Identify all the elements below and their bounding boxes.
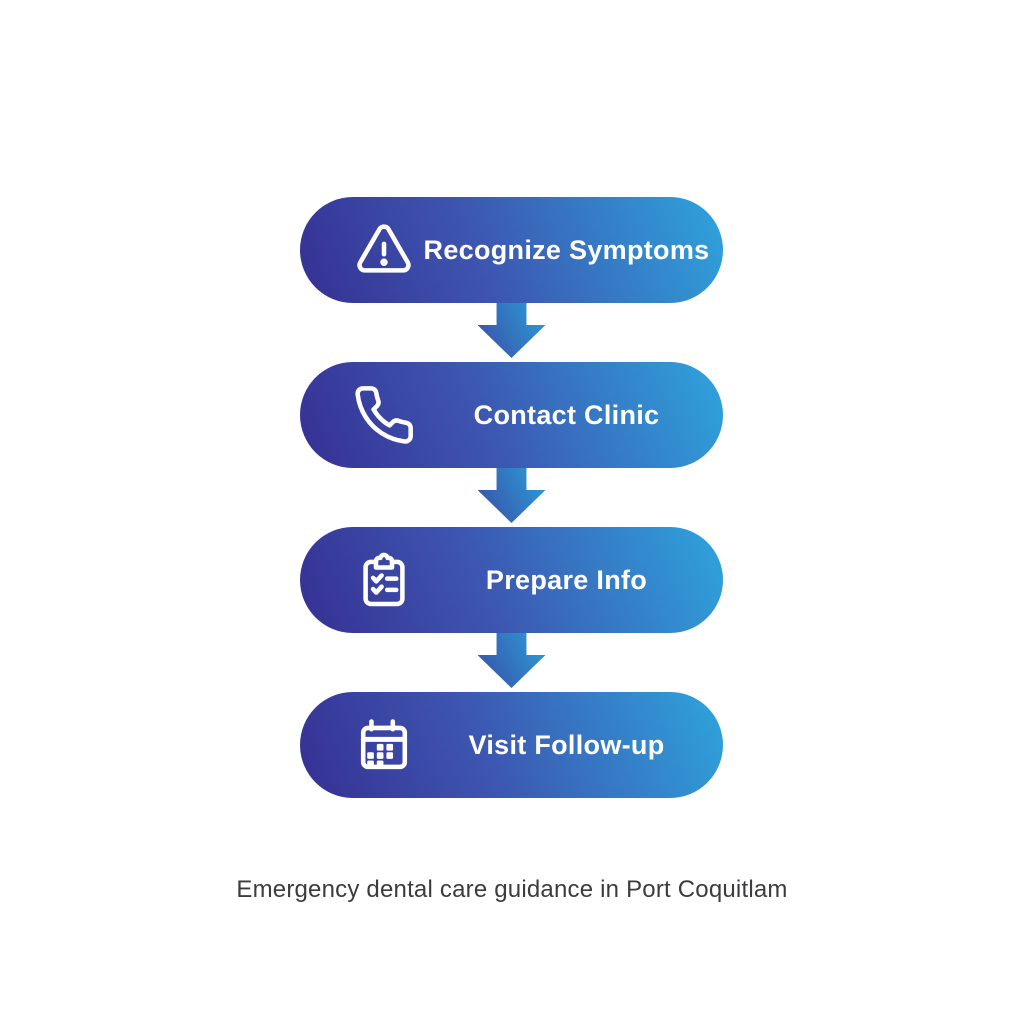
down-arrow-icon [477, 468, 546, 523]
step-recognize-symptoms: Recognize Symptoms [300, 197, 723, 303]
flow-diagram: Recognize Symptoms Contact Clinic [300, 197, 723, 798]
calendar-icon [360, 719, 408, 770]
down-arrow-icon [477, 303, 546, 358]
step-label: Visit Follow-up [468, 729, 665, 760]
step-contact-clinic: Contact Clinic [300, 362, 723, 468]
clipboard-checklist-icon [363, 552, 405, 607]
down-arrow-icon [477, 633, 546, 688]
phone-icon [355, 386, 413, 444]
step-label: Contact Clinic [473, 399, 660, 430]
warning-triangle-icon [357, 224, 411, 273]
caption-text: Emergency dental care guidance in Port C… [236, 876, 788, 903]
connector-2 [300, 468, 723, 527]
step-label: Prepare Info [485, 564, 648, 595]
step-visit-follow-up: Visit Follow-up [300, 692, 723, 798]
connector-3 [300, 633, 723, 692]
step-label: Recognize Symptoms [423, 234, 710, 265]
step-prepare-info: Prepare Info [300, 527, 723, 633]
connector-1 [300, 303, 723, 362]
